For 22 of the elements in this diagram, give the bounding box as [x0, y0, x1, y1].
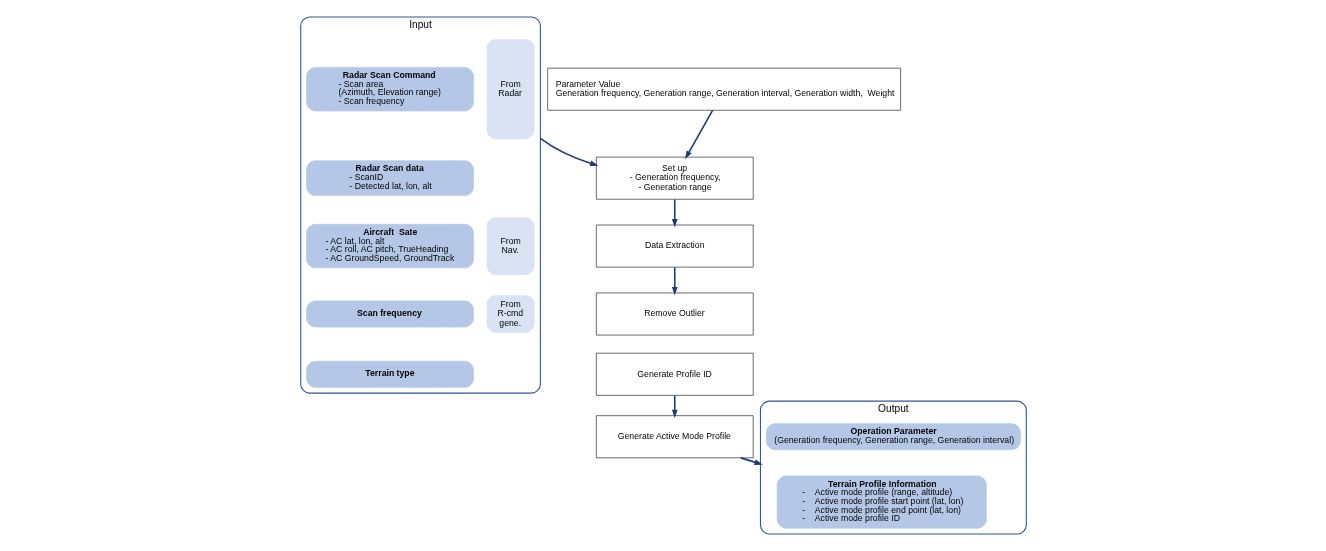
node-box: Parameter Value Generation frequency, Generation range, Generation interval, Generation width, Weight	[546, 67, 901, 111]
node-box: Generate Profile ID	[595, 352, 754, 396]
arrow	[539, 137, 598, 167]
node-box: From R-cmd gene.	[486, 295, 535, 333]
node-box: Generate Active Mode Profile	[595, 415, 754, 459]
node-box: Remove Outlier	[595, 292, 754, 336]
node-box: From Nav.	[486, 217, 535, 276]
node-box: Radar Scan Command - Scan area (Azimuth, Elevation range) - Scan frequency	[305, 67, 474, 112]
node-box: Data Extraction	[595, 224, 754, 268]
arrow	[671, 198, 678, 228]
arrow	[684, 109, 713, 160]
arrow	[739, 457, 763, 465]
node-box: Set up - Generation frequency, - Generation range	[595, 156, 754, 200]
node-box: Scan frequency	[305, 300, 474, 328]
node-box: From Radar	[486, 39, 535, 140]
node-box: Terrain Profile Information - Active mode profile (range, altitude) - Active mode profile start point (lat, lon) - Active mode profile end point (lat, lon) - Active mode profile ID	[776, 475, 987, 529]
arrow	[671, 394, 678, 418]
node-box: Terrain type	[305, 360, 474, 388]
arrow	[671, 266, 678, 296]
node-box: Operation Parameter (Generation frequency, Generation range, Generation interval)	[765, 423, 1021, 451]
node-box: Radar Scan data - ScanID - Detected lat, lon, alt	[305, 160, 474, 196]
node-box: Aircraft Sate - AC lat, lon, alt - AC roll, AC pitch, TrueHeading - AC GroundSpeed, GroundTrack	[305, 223, 474, 269]
